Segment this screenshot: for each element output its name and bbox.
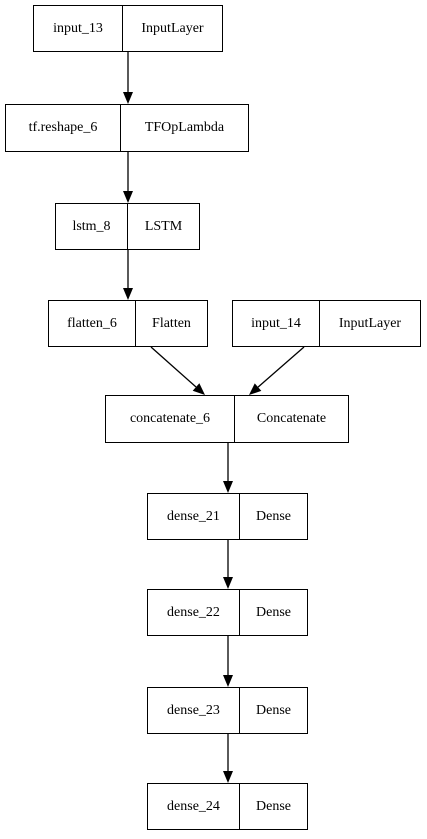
arrowhead-dense_23-to-dense_24	[223, 771, 233, 783]
node-type: Flatten	[152, 315, 191, 331]
node-name: input_14	[233, 301, 320, 346]
arrowhead-input_13-to-tf_reshape_6	[123, 92, 133, 104]
arrowhead-lstm_8-to-flatten_6	[123, 288, 133, 300]
edge-flatten_6-to-concatenate_6	[150, 346, 197, 388]
node-dense-24: dense_24 Dense	[147, 783, 308, 830]
node-name: dense_24	[148, 784, 240, 829]
node-type: TFOpLambda	[144, 120, 225, 135]
node-name: lstm_8	[56, 204, 128, 249]
node-dense-22: dense_22 Dense	[147, 589, 308, 636]
node-type: Dense	[256, 604, 291, 620]
node-dense-23: dense_23 Dense	[147, 687, 308, 734]
node-type: LSTM	[144, 218, 183, 234]
node-lstm-8: lstm_8 LSTM	[55, 203, 200, 250]
node-name: dense_22	[148, 590, 240, 635]
arrowhead-input_14-to-concatenate_6	[249, 383, 262, 395]
node-type: InputLayer	[338, 315, 402, 331]
node-name: dense_23	[148, 688, 240, 733]
node-type: Concatenate	[256, 411, 327, 426]
arrowhead-flatten_6-to-concatenate_6	[192, 383, 205, 395]
arrowhead-dense_22-to-dense_23	[223, 675, 233, 687]
edge-input_14-to-concatenate_6	[257, 346, 305, 388]
node-input-13: input_13 InputLayer	[33, 5, 223, 52]
node-type: InputLayer	[141, 20, 204, 36]
node-name: input_13	[34, 6, 123, 51]
node-dense-21: dense_21 Dense	[147, 493, 308, 540]
node-concatenate-6: concatenate_6 Concatenate	[105, 395, 349, 443]
node-name: concatenate_6	[106, 396, 235, 442]
node-tf-reshape-6: tf.reshape_6 TFOpLambda	[5, 104, 249, 152]
arrowhead-concatenate_6-to-dense_21	[223, 481, 233, 493]
node-flatten-6: flatten_6 Flatten	[48, 300, 208, 347]
node-name: tf.reshape_6	[6, 105, 121, 151]
node-name: flatten_6	[49, 301, 136, 346]
arrowhead-tf_reshape_6-to-lstm_8	[123, 191, 133, 203]
node-type: Dense	[256, 798, 291, 814]
node-type: Dense	[256, 702, 291, 718]
node-name: dense_21	[148, 494, 240, 539]
node-type: Dense	[256, 508, 291, 524]
node-input-14: input_14 InputLayer	[232, 300, 421, 347]
arrowhead-dense_21-to-dense_22	[223, 577, 233, 589]
